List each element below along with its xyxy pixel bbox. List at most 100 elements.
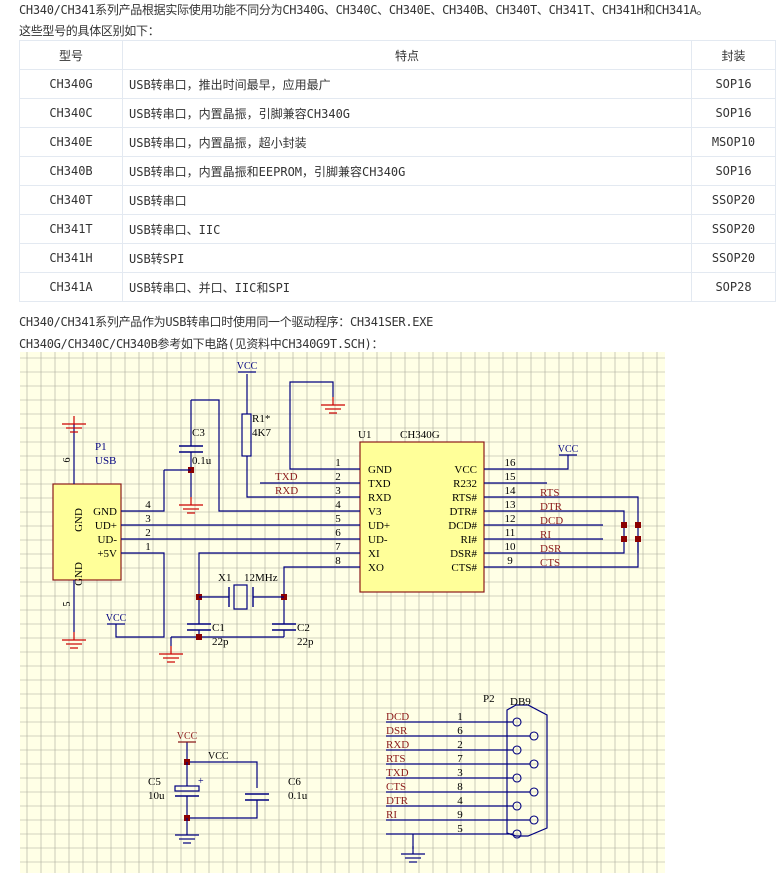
package-cell: SSOP20 bbox=[691, 185, 776, 215]
db9-pin-number: 7 bbox=[457, 753, 463, 765]
db9-pin-number: 1 bbox=[457, 711, 463, 723]
rts-wire bbox=[484, 496, 639, 553]
junction-dot bbox=[196, 634, 202, 640]
u1-pin-number: 7 bbox=[335, 541, 341, 553]
u1-pin-name: V3 bbox=[368, 506, 382, 518]
p1-ref: P1 bbox=[95, 441, 107, 453]
driver-note: CH340/CH341系列产品作为USB转串口时使用同一个驱动程序：CH341S… bbox=[19, 315, 434, 329]
vcc-label: VCC bbox=[558, 444, 579, 455]
u1-pin-name: RXD bbox=[368, 492, 391, 504]
net-label-rxd: RXD bbox=[275, 485, 298, 497]
table-header-row: 型号 特点 封装 bbox=[19, 40, 776, 70]
v3-wire bbox=[191, 399, 338, 512]
crystal-x1 bbox=[233, 584, 248, 610]
junction-dot bbox=[635, 536, 641, 542]
p1-pin-number: 2 bbox=[145, 527, 151, 539]
u1-pin-number: 6 bbox=[335, 527, 341, 539]
intro-line-2: 这些型号的具体区别如下： bbox=[19, 24, 160, 38]
vcc-label: VCC bbox=[237, 361, 258, 372]
u1-pin-name: DTR# bbox=[450, 506, 478, 518]
db9-pin-number: 2 bbox=[457, 739, 463, 751]
p1-gnd-label: GND bbox=[73, 562, 85, 586]
db9-net-label: RXD bbox=[386, 739, 409, 751]
c6-ref: C6 bbox=[288, 776, 301, 788]
net-label: DCD bbox=[540, 515, 563, 527]
junction-dot bbox=[621, 536, 627, 542]
c1-value: 22p bbox=[212, 636, 229, 648]
u1-pin-number: 4 bbox=[335, 499, 341, 511]
u1-ref: U1 bbox=[358, 429, 371, 441]
package-cell: SOP16 bbox=[691, 69, 776, 99]
p1-pin-number: 3 bbox=[145, 513, 151, 525]
p1-pin-number: 5 bbox=[62, 602, 73, 607]
feature-cell: USB转串口、IIC bbox=[122, 214, 692, 244]
c2-value: 22p bbox=[297, 636, 314, 648]
db9-pin-icon bbox=[529, 815, 539, 825]
db9-pin-number: 9 bbox=[457, 809, 463, 821]
model-cell: CH341H bbox=[19, 243, 123, 273]
x1-value: 12MHz bbox=[244, 572, 278, 584]
db9-net-label: CTS bbox=[386, 781, 406, 793]
u1-pin-number: 10 bbox=[505, 541, 517, 553]
feature-cell: USB转SPI bbox=[122, 243, 692, 273]
vcc-net-label: VCC bbox=[208, 751, 229, 762]
ic-ch340g-u1 bbox=[359, 441, 485, 593]
u1-pin-name: RTS# bbox=[452, 492, 478, 504]
c5-polarity: + bbox=[198, 776, 204, 787]
u1-pin-number: 11 bbox=[505, 527, 516, 539]
net-label-txd: TXD bbox=[275, 471, 298, 483]
header-model: 型号 bbox=[19, 40, 123, 70]
u1-pin-number: 14 bbox=[505, 485, 517, 497]
package-cell: MSOP10 bbox=[691, 127, 776, 157]
header-feature: 特点 bbox=[122, 40, 692, 70]
u1-pin-number: 1 bbox=[335, 457, 341, 469]
feature-cell: USB转串口，内置晶振，引脚兼容CH340G bbox=[122, 98, 692, 128]
feature-cell: USB转串口、并口、IIC和SPI bbox=[122, 272, 692, 302]
circuit-note: CH340G/CH340C/CH340B参考如下电路(见资料中CH340G9T.… bbox=[19, 337, 384, 351]
xi-wire bbox=[198, 552, 338, 624]
db9-net-label: DCD bbox=[386, 711, 409, 723]
r1-wire bbox=[246, 456, 260, 498]
db9-pin-icon bbox=[512, 801, 522, 811]
r1-value: 4K7 bbox=[252, 427, 271, 439]
net-label: DTR bbox=[540, 501, 563, 513]
p1-pin-number: 1 bbox=[145, 541, 151, 553]
u1-pin-number: 3 bbox=[335, 485, 341, 497]
u1-pin-name: TXD bbox=[368, 478, 391, 490]
u1-pin-name: RI# bbox=[461, 534, 478, 546]
db9-net-label: DTR bbox=[386, 795, 409, 807]
vcc-wire bbox=[484, 455, 569, 470]
junction-dot bbox=[621, 522, 627, 528]
cts-wire bbox=[484, 539, 639, 568]
model-cell: CH340E bbox=[19, 127, 123, 157]
r1-ref: R1* bbox=[252, 413, 270, 425]
u1-pin-name: VCC bbox=[454, 464, 477, 476]
p1-pin-name: GND bbox=[93, 506, 117, 518]
model-cell: CH341A bbox=[19, 272, 123, 302]
model-cell: CH340C bbox=[19, 98, 123, 128]
package-cell: SSOP20 bbox=[691, 243, 776, 273]
schematic-grid bbox=[20, 352, 665, 873]
u1-pin-number: 13 bbox=[505, 499, 517, 511]
vcc-label: VCC bbox=[106, 613, 127, 624]
model-cell: CH341T bbox=[19, 214, 123, 244]
u1-pin-number: 15 bbox=[505, 471, 517, 483]
db9-pin-number: 4 bbox=[457, 795, 463, 807]
p1-pin-number: 4 bbox=[145, 499, 151, 511]
u1-pin-number: 2 bbox=[335, 471, 341, 483]
c3-value: 0.1u bbox=[192, 455, 212, 467]
x1-ref: X1 bbox=[218, 572, 231, 584]
package-cell: SOP28 bbox=[691, 272, 776, 302]
p2-name: DB9 bbox=[510, 696, 531, 708]
db9-pin-number: 3 bbox=[457, 767, 463, 779]
u1-pin-name: XI bbox=[368, 548, 380, 560]
p2-ref: P2 bbox=[483, 693, 495, 705]
db9-pin-icon bbox=[512, 745, 522, 755]
u1-pin-number: 12 bbox=[505, 513, 516, 525]
decouple-gnd-wire bbox=[186, 796, 258, 819]
